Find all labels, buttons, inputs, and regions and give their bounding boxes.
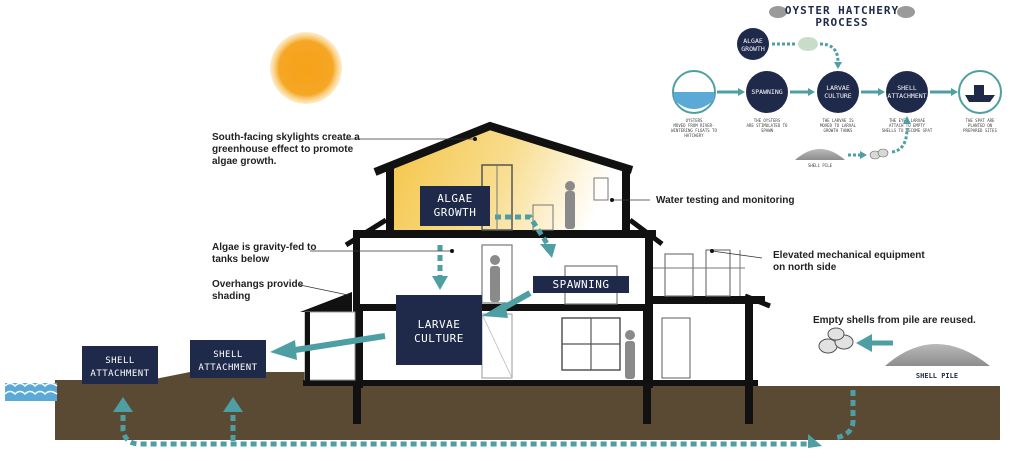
node-algae bbox=[737, 28, 769, 60]
larvae-box-label-2: CULTURE bbox=[414, 332, 464, 345]
shell-attachment-box-left: SHELL ATTACHMENT bbox=[82, 346, 158, 384]
cap-oysters-1: OYSTERS bbox=[686, 118, 703, 123]
small-shell-pile-icon bbox=[795, 149, 845, 160]
node-shell-label-1: SHELL bbox=[897, 84, 917, 92]
cap-boat-1: THE SPAT ARE bbox=[966, 118, 995, 123]
cap-oysters-3: WINTERING FLOATS TO bbox=[671, 128, 717, 133]
process-title-1: OYSTER HATCHERY bbox=[785, 4, 899, 17]
node-larvae bbox=[817, 71, 859, 113]
sun-icon bbox=[270, 32, 342, 104]
mechanical-note-1: Elevated mechanical equipment bbox=[773, 250, 925, 261]
cap-boat-3: PREPARED SITES bbox=[963, 128, 997, 133]
oyster-icon bbox=[897, 6, 915, 18]
return-loop bbox=[120, 390, 856, 447]
shell-left-label-1: SHELL bbox=[105, 356, 135, 366]
cap-larvae-2: MOVED TO LARVAL bbox=[820, 123, 857, 128]
skylight-note-3: algae growth. bbox=[212, 156, 277, 167]
node-larvae-label-2: CULTURE bbox=[824, 92, 851, 100]
larvae-box-label-1: LARVAE bbox=[418, 318, 461, 331]
cap-oysters-4: HATCHERY bbox=[684, 133, 704, 138]
overhang-note-1: Overhangs provide bbox=[212, 279, 304, 290]
process-diagram: OYSTER HATCHERY PROCESS ALGAE GROWTH SPA… bbox=[671, 4, 1002, 168]
algae-box-label-1: ALGAE bbox=[437, 192, 473, 205]
cap-larvae-3: GROWTH TANKS bbox=[824, 128, 853, 133]
node-spawning bbox=[746, 71, 788, 113]
larvae-culture-box: LARVAE CULTURE bbox=[396, 295, 482, 365]
small-shell-pile-label: SHELL PILE bbox=[808, 163, 833, 168]
shell-pile-icon bbox=[885, 344, 990, 366]
arrow-head-icon bbox=[270, 340, 297, 360]
arrow-head-icon bbox=[808, 434, 822, 448]
small-shells-icon bbox=[869, 148, 889, 160]
empty-shells-icon bbox=[818, 327, 854, 354]
shell-right-label-1: SHELL bbox=[213, 350, 243, 360]
arrow-head-icon bbox=[482, 302, 508, 318]
arrow-head-icon bbox=[856, 334, 872, 352]
node-algae-label-1: ALGAE bbox=[743, 37, 763, 45]
cap-boat-2: PLANTED ON bbox=[968, 123, 993, 128]
arrow-larvae-shell bbox=[294, 333, 386, 353]
cap-larvae-1: THE LARVAE IS bbox=[822, 118, 854, 123]
gravity-note-1: Algae is gravity-fed to bbox=[212, 242, 316, 253]
algae-box-label-2: GROWTH bbox=[434, 206, 477, 219]
shell-attachment-box-right: SHELL ATTACHMENT bbox=[190, 340, 266, 378]
process-title-2: PROCESS bbox=[815, 16, 868, 29]
ground bbox=[55, 372, 1000, 440]
arrow-head-icon bbox=[113, 397, 133, 412]
cap-spawning-3: SPAWN bbox=[761, 128, 774, 133]
building bbox=[300, 121, 771, 424]
spawning-box-label: SPAWNING bbox=[553, 278, 610, 291]
arrow-head-icon bbox=[223, 397, 243, 412]
cap-shell-3: SHELLS TO BECOME SPAT bbox=[882, 128, 933, 133]
leader-lines bbox=[299, 138, 763, 296]
skylight-note-2: greenhouse effect to promote bbox=[212, 144, 354, 155]
node-spawning-label: SPAWNING bbox=[751, 88, 782, 96]
spawning-box: SPAWNING bbox=[533, 276, 629, 293]
arrow-head-icon bbox=[432, 276, 448, 290]
shell-right-label-2: ATTACHMENT bbox=[198, 363, 257, 373]
node-shell bbox=[886, 71, 928, 113]
node-shell-label-2: ATTACHMENT bbox=[887, 92, 926, 100]
cap-shell-2: ATTACH TO EMPTY bbox=[889, 123, 926, 128]
cap-spawning-1: THE OYSTERS bbox=[754, 118, 781, 123]
shell-left-label-2: ATTACHMENT bbox=[90, 369, 149, 379]
cap-spawning-2: ARE STIMULATED TO bbox=[747, 123, 789, 128]
arrow-head-icon bbox=[540, 244, 556, 258]
water-testing-note: Water testing and monitoring bbox=[656, 195, 795, 206]
algae-icon bbox=[798, 37, 818, 51]
oyster-icon bbox=[769, 6, 787, 18]
algae-growth-box: ALGAE GROWTH bbox=[420, 186, 490, 226]
water-icon bbox=[4, 382, 58, 401]
overhang-note-2: shading bbox=[212, 291, 250, 302]
empty-shells-note: Empty shells from pile are reused. bbox=[813, 315, 976, 326]
boat-icon bbox=[965, 95, 995, 102]
node-larvae-label-1: LARVAE bbox=[826, 84, 850, 92]
mechanical-note-2: on north side bbox=[773, 262, 837, 273]
skylight-note-1: South-facing skylights create a bbox=[212, 132, 360, 143]
flow-arrows bbox=[437, 214, 551, 276]
cap-oysters-2: MOVED FROM RIVER- bbox=[674, 123, 715, 128]
node-algae-label-2: GROWTH bbox=[741, 45, 765, 53]
shell-pile-label: SHELL PILE bbox=[916, 372, 958, 380]
gravity-note-2: tanks below bbox=[212, 254, 269, 265]
